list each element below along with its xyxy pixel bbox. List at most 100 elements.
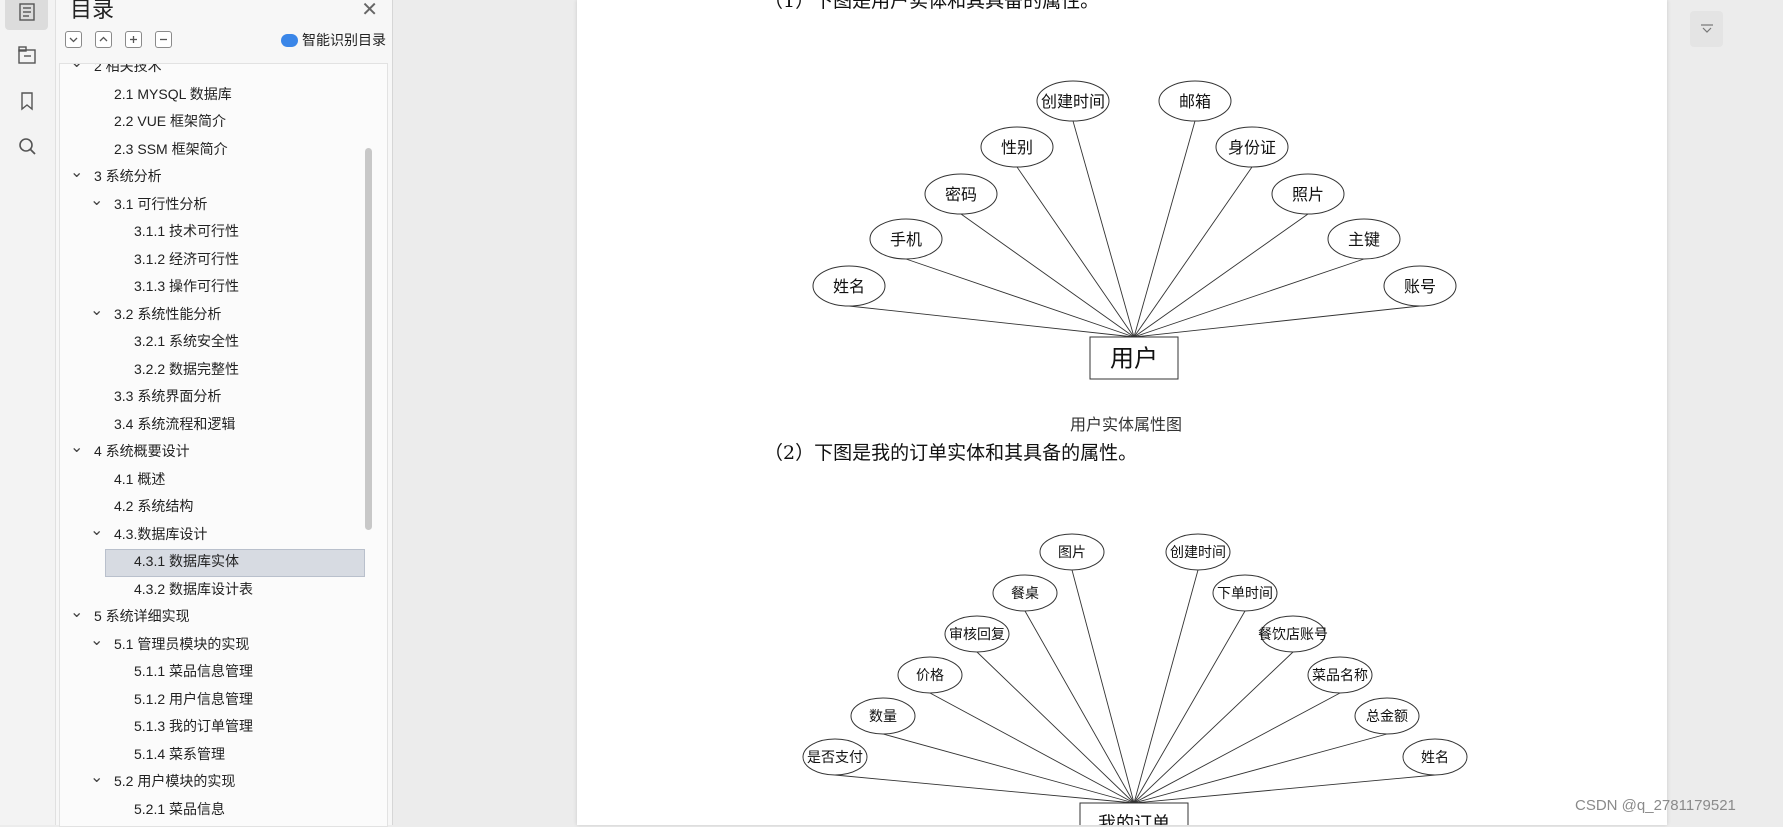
- outline-item[interactable]: 5.1.1 菜品信息管理: [60, 658, 387, 686]
- attribute-ellipse: [1271, 173, 1345, 215]
- collapse-all-icon[interactable]: [155, 31, 172, 48]
- attribute-ellipse: [992, 574, 1058, 612]
- expand-all-icon[interactable]: [125, 31, 142, 48]
- attribute-ellipse: [1039, 533, 1105, 571]
- relation-line: [834, 774, 1135, 804]
- outline-item[interactable]: 3.1.1 技术可行性: [60, 218, 387, 246]
- relation-line: [1133, 166, 1253, 338]
- outline-item[interactable]: ⌄3.2 系统性能分析: [60, 301, 387, 329]
- outline-scrollbar[interactable]: [365, 148, 372, 530]
- outline-item[interactable]: 3.3 系统界面分析: [60, 383, 387, 411]
- attribute-label: 图片: [1058, 545, 1086, 561]
- outline-item[interactable]: 2.1 MYSQL 数据库: [60, 81, 387, 109]
- smart-toc-button[interactable]: 智能识别目录: [281, 30, 386, 50]
- expand-next-icon[interactable]: [65, 31, 82, 48]
- chevron-down-icon[interactable]: ⌄: [90, 631, 104, 649]
- outline-item[interactable]: ⌄ 5 系统详细实现: [60, 603, 387, 631]
- attribute-node: 主键: [1327, 218, 1401, 260]
- chevron-down-icon[interactable]: ⌄: [70, 64, 83, 77]
- attribute-label: 照片: [1292, 185, 1324, 204]
- outline-item[interactable]: 3.1.3 操作可行性: [60, 273, 387, 301]
- attribute-node: 邮箱: [1158, 80, 1232, 122]
- attribute-node: 照片: [1271, 173, 1345, 215]
- outline-item[interactable]: ⌄ 3 系统分析: [60, 163, 387, 191]
- document-page: （1）下图是用户实体和其具备的属性。 姓名手机密码性别创建时间邮箱身份证照片主键…: [577, 0, 1667, 825]
- attribute-node: 姓名: [1402, 738, 1468, 776]
- outline-item[interactable]: 5.1.2 用户信息管理: [60, 686, 387, 714]
- attribute-label: 姓名: [833, 277, 865, 296]
- outline-item-label: 3.3 系统界面分析: [114, 388, 222, 404]
- chevron-down-icon[interactable]: ⌄: [70, 439, 84, 456]
- outline-item[interactable]: ⌄5.2 用户模块的实现: [60, 768, 387, 796]
- attribute-node: 餐桌: [992, 574, 1058, 612]
- outline-item[interactable]: 3.2.2 数据完整性: [60, 356, 387, 384]
- er-diagram-order: 是否支付数量价格审核回复餐桌图片创建时间下单时间餐饮店账号菜品名称总金额姓名我的…: [802, 533, 1468, 825]
- close-icon[interactable]: ✕: [361, 0, 378, 21]
- relation-line: [1133, 120, 1196, 338]
- selected-highlight: [105, 549, 365, 577]
- outline-item[interactable]: ⌄ 5.1 管理员模块的实现: [60, 631, 387, 659]
- outline-item-label: 4.1 概述: [114, 470, 166, 487]
- outline-item-label: 2 相关技术: [94, 63, 162, 74]
- outline-item[interactable]: 5.1.4 菜系管理: [60, 741, 387, 769]
- outline-item[interactable]: ⌄4 系统概要设计: [60, 438, 387, 466]
- attribute-ellipse: [1212, 574, 1278, 612]
- chevron-down-icon[interactable]: ⌄: [70, 604, 84, 621]
- relation-line: [1133, 213, 1309, 338]
- smart-toc-label: 智能识别目录: [302, 32, 386, 48]
- attribute-label: 菜品名称: [1312, 668, 1368, 684]
- collapse-prev-icon[interactable]: [95, 31, 112, 48]
- attribute-ellipse: [980, 126, 1054, 168]
- outline-item[interactable]: 2.2 VUE 框架简介: [60, 108, 387, 136]
- outline-item[interactable]: 4.1 概述: [60, 466, 387, 494]
- outline-item[interactable]: 4.2 系统结构: [60, 493, 387, 521]
- relation-line: [1133, 692, 1341, 804]
- attribute-ellipse: [802, 738, 868, 776]
- attribute-ellipse: [1158, 80, 1232, 122]
- collapse-toolbar-button[interactable]: [1690, 11, 1723, 47]
- outline-item-label: 5.1.2 用户信息管理: [134, 690, 254, 707]
- thumbnail-icon[interactable]: [5, 37, 48, 73]
- attribute-label: 身份证: [1228, 138, 1276, 157]
- attribute-ellipse: [1402, 738, 1468, 776]
- relation-line: [1072, 120, 1135, 338]
- outline-icon[interactable]: [5, 0, 48, 30]
- outline-item[interactable]: 3.2.1 系统安全性: [60, 328, 387, 356]
- outline-item[interactable]: 4.3.2 数据库设计表: [60, 576, 387, 604]
- outline-item[interactable]: 5.2.1 菜品信息: [60, 796, 387, 824]
- chevron-down-icon[interactable]: ⌄: [90, 191, 104, 209]
- entity-label: 我的订单: [1098, 813, 1170, 825]
- outline-item-label: 5 系统详细实现: [94, 608, 190, 624]
- outline-item[interactable]: 4.3.1 数据库实体: [60, 548, 387, 577]
- bookmark-icon[interactable]: [5, 83, 48, 119]
- outline-item-label: 4.3.1 数据库实体: [134, 553, 240, 569]
- attribute-label: 数量: [869, 709, 897, 725]
- outline-item-label: 5.2.1 菜品信息: [134, 800, 226, 817]
- outline-item-label: 5.1 管理员模块的实现: [114, 635, 250, 652]
- attribute-ellipse: [897, 656, 963, 694]
- outline-item[interactable]: 2.3 SSM 框架简介: [60, 136, 387, 164]
- outline-item[interactable]: 3.1.2 经济可行性: [60, 246, 387, 274]
- outline-item[interactable]: ⌄3.1 可行性分析: [60, 191, 387, 219]
- panel-title: 目录: [70, 0, 115, 22]
- attribute-ellipse: [1383, 265, 1457, 307]
- outline-item-label: 3 系统分析: [94, 168, 162, 184]
- chevron-down-icon[interactable]: ⌄: [90, 769, 104, 786]
- attribute-node: 密码: [924, 173, 998, 215]
- outline-item[interactable]: 5.1.3 我的订单管理: [60, 713, 387, 741]
- chevron-down-icon[interactable]: ⌄: [70, 164, 84, 181]
- attribute-label: 创建时间: [1170, 545, 1226, 561]
- attribute-ellipse: [1215, 126, 1289, 168]
- chevron-down-icon[interactable]: ⌄: [90, 521, 104, 539]
- chevron-down-icon[interactable]: ⌄: [90, 301, 104, 319]
- outline-item-label: 3.4 系统流程和逻辑: [114, 415, 236, 432]
- paragraph-2: （2）下图是我的订单实体和其具备的属性。: [764, 442, 1138, 464]
- outline-item[interactable]: ⌄ 2 相关技术: [60, 63, 387, 81]
- outline-item[interactable]: 3.4 系统流程和逻辑: [60, 411, 387, 439]
- outline-item-label: 3.2.2 数据完整性: [134, 360, 240, 377]
- attribute-ellipse: [924, 173, 998, 215]
- search-icon[interactable]: [5, 128, 48, 164]
- outline-item[interactable]: ⌄4.3.数据库设计: [60, 521, 387, 549]
- attribute-label: 密码: [945, 185, 977, 204]
